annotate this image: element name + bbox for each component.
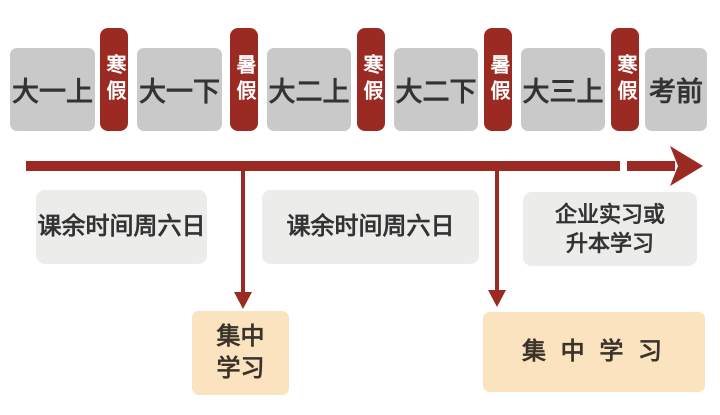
semester-label: 大二上 bbox=[268, 77, 350, 107]
drop-arrow-2 bbox=[488, 169, 506, 307]
activity-label: 课余时间周六日 bbox=[286, 213, 455, 240]
semester-label: 大二下 bbox=[395, 77, 477, 107]
semester-box-freshman-fall: 大一上 bbox=[10, 48, 95, 131]
activity-box-weekend-study-1: 课余时间周六日 bbox=[36, 190, 207, 264]
break-label: 寒假 bbox=[614, 53, 636, 106]
activity-label-line1: 企业实习或 bbox=[554, 202, 665, 227]
winter-break-box: 寒假 bbox=[611, 28, 639, 131]
semester-label: 考前 bbox=[649, 77, 703, 107]
study-label-line2: 学习 bbox=[216, 355, 265, 382]
semester-box-junior-fall: 大三上 bbox=[521, 48, 605, 131]
activity-box-internship-or-upgrade: 企业实习或 升本学习 bbox=[523, 192, 697, 266]
break-label: 寒假 bbox=[103, 53, 125, 106]
semester-box-sophomore-fall: 大二上 bbox=[267, 48, 351, 131]
activity-box-weekend-study-2: 课余时间周六日 bbox=[262, 190, 479, 264]
drop-arrowhead-icon bbox=[488, 290, 506, 307]
semester-label: 大三上 bbox=[522, 77, 604, 107]
activity-label: 课余时间周六日 bbox=[37, 213, 206, 240]
drop-arrowhead-icon bbox=[234, 292, 252, 309]
break-label: 暑假 bbox=[487, 53, 509, 106]
pre-exam-box: 考前 bbox=[645, 48, 707, 131]
study-box-concentrated-1: 集中 学习 bbox=[192, 311, 289, 395]
study-box-concentrated-2: 集 中 学 习 bbox=[483, 312, 705, 392]
study-label: 集 中 学 习 bbox=[521, 338, 666, 365]
semester-label: 大一下 bbox=[139, 77, 220, 107]
semester-box-sophomore-spring: 大二下 bbox=[394, 48, 478, 131]
break-label: 暑假 bbox=[233, 53, 255, 106]
timeline-arrowhead-icon bbox=[670, 146, 703, 186]
summer-break-box: 暑假 bbox=[230, 28, 258, 131]
timeline-arrow bbox=[26, 146, 703, 186]
semester-box-freshman-spring: 大一下 bbox=[137, 48, 222, 131]
break-label: 寒假 bbox=[360, 53, 382, 106]
winter-break-box: 寒假 bbox=[357, 28, 385, 131]
semester-label: 大一上 bbox=[12, 77, 93, 107]
activity-label-line2: 升本学习 bbox=[565, 231, 654, 256]
drop-arrow-1 bbox=[234, 169, 252, 309]
winter-break-box: 寒假 bbox=[100, 28, 128, 131]
study-label-line1: 集中 bbox=[216, 323, 265, 350]
summer-break-box: 暑假 bbox=[484, 28, 512, 131]
